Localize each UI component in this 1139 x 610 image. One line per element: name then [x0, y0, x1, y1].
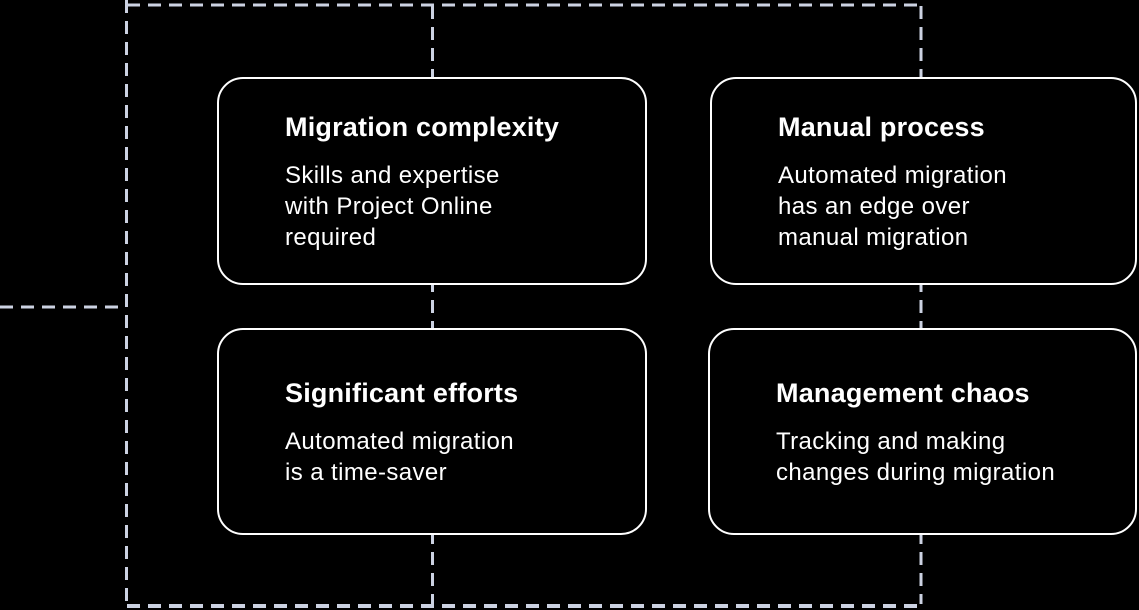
card-title: Migration complexity	[285, 111, 560, 142]
card-manual-process: Manual process Automated migration has a…	[710, 77, 1137, 285]
card-migration-complexity: Migration complexity Skills and expertis…	[217, 77, 647, 285]
card-description: Skills and expertise with Project Online…	[285, 161, 500, 251]
card-title: Manual process	[778, 111, 985, 142]
card-description: Automated migration has an edge over man…	[778, 161, 1008, 251]
card-title: Significant efforts	[285, 377, 519, 408]
card-significant-efforts: Significant efforts Automated migration …	[217, 328, 647, 535]
card-management-chaos: Management chaos Tracking and making cha…	[708, 328, 1137, 535]
card-title: Management chaos	[776, 377, 1030, 408]
card-description: Automated migration is a time-saver	[285, 427, 515, 486]
card-description: Tracking and making changes during migra…	[776, 427, 1056, 486]
